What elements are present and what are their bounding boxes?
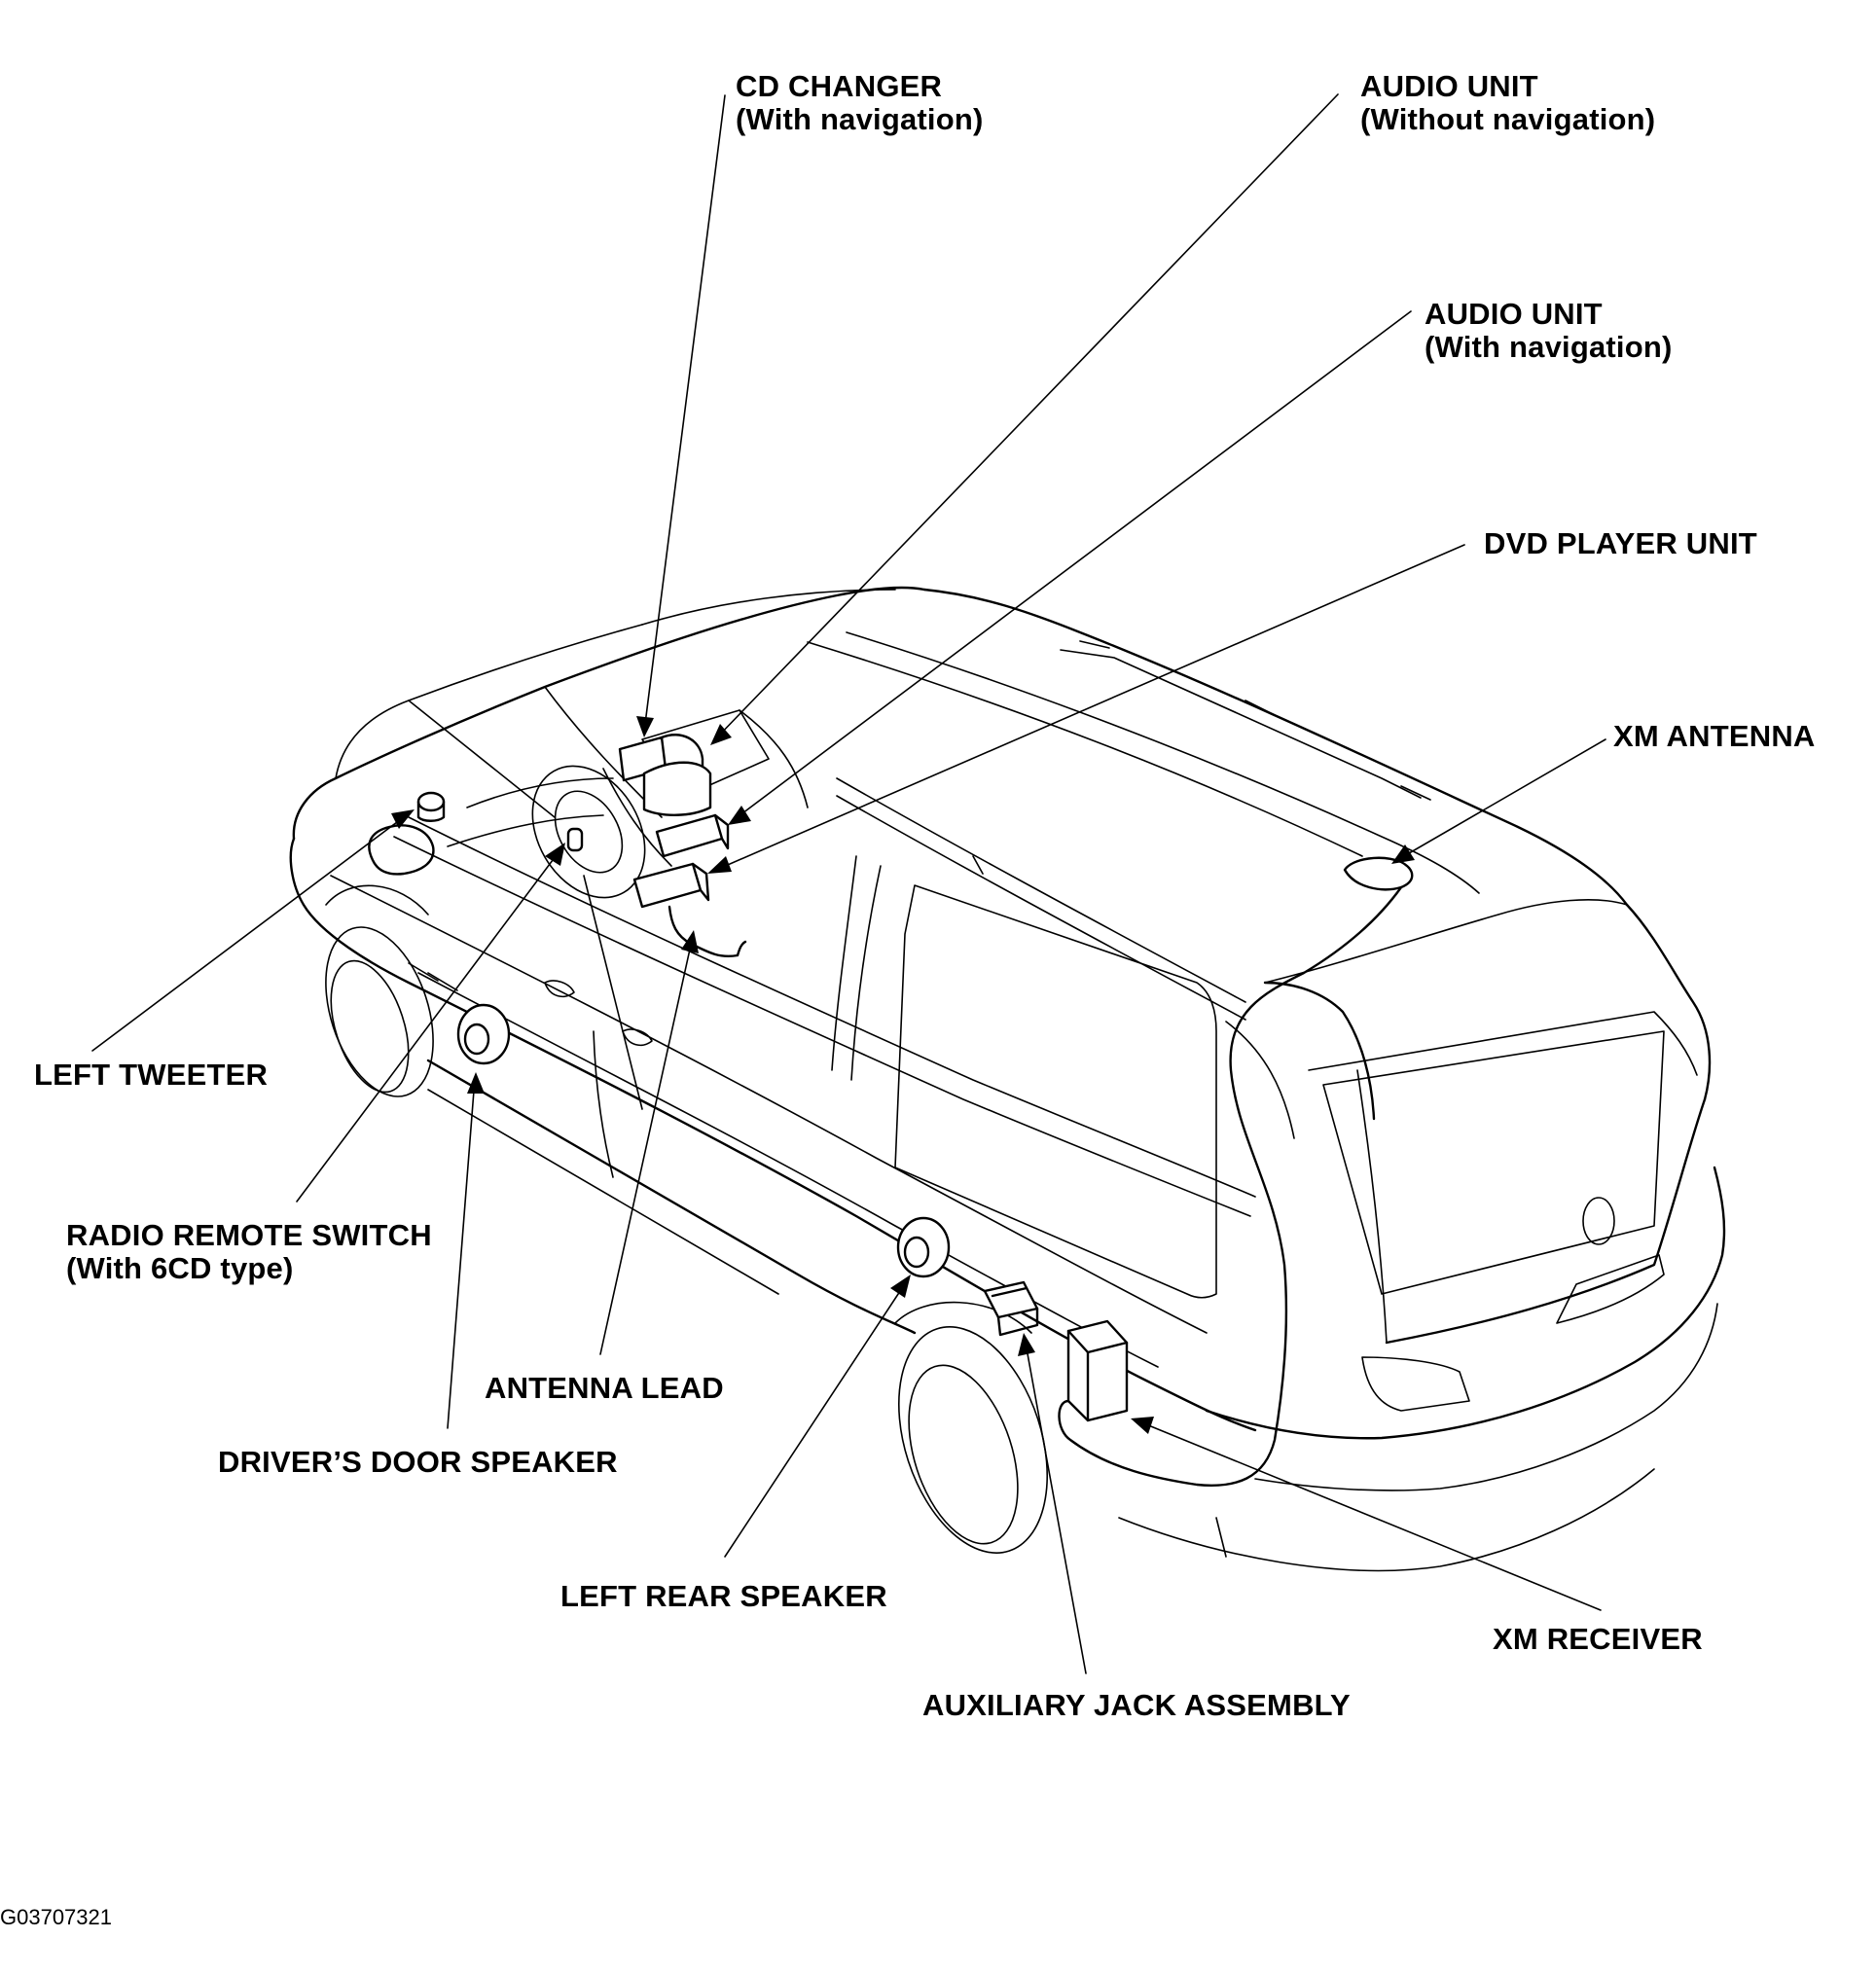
leader-dvd-player-unit	[713, 544, 1465, 872]
radio-remote-switch-component	[566, 827, 584, 852]
label-xm-receiver-title: XM RECEIVER	[1493, 1622, 1703, 1656]
leader-left-rear-speaker	[724, 1278, 909, 1558]
label-audio-unit-with-navigation-note: (With navigation)	[1425, 330, 1673, 364]
leader-audio-unit-with-navigation	[734, 310, 1412, 820]
auxiliary-jack-assembly-component	[983, 1280, 1039, 1337]
xm-receiver-component	[1066, 1319, 1129, 1422]
drivers-door-speaker-component	[456, 1003, 511, 1065]
label-audio-unit-with-navigation: AUDIO UNIT (With navigation)	[1425, 298, 1673, 364]
leader-auxiliary-jack-assembly	[1024, 1337, 1087, 1674]
audio-unit-with-navigation-component	[655, 813, 730, 858]
label-drivers-door-speaker: DRIVER’S DOOR SPEAKER	[218, 1446, 618, 1479]
leader-radio-remote-switch	[296, 847, 562, 1203]
arrowheads	[391, 716, 1415, 1434]
arrow-antenna-lead	[681, 930, 699, 953]
label-left-rear-speaker-title: LEFT REAR SPEAKER	[560, 1579, 887, 1613]
label-drivers-door-speaker-title: DRIVER’S DOOR SPEAKER	[218, 1445, 618, 1479]
xm-antenna-component	[1343, 856, 1414, 891]
audio-unit-without-navigation-component	[642, 761, 712, 816]
vehicle-body	[289, 586, 1726, 1572]
arrow-left-rear-speaker	[890, 1275, 911, 1298]
label-cd-changer: CD CHANGER (With navigation)	[736, 70, 984, 136]
label-left-tweeter-title: LEFT TWEETER	[34, 1058, 269, 1092]
label-dvd-player-unit-title: DVD PLAYER UNIT	[1484, 526, 1757, 560]
arrow-dvd-player-unit	[707, 856, 732, 874]
label-cd-changer-note: (With navigation)	[736, 102, 984, 136]
label-audio-unit-without-navigation-title: AUDIO UNIT	[1360, 69, 1538, 103]
left-rear-speaker-component	[896, 1216, 951, 1278]
label-radio-remote-switch-note: (With 6CD type)	[66, 1251, 294, 1285]
label-radio-remote-switch-title: RADIO REMOTE SWITCH	[66, 1218, 432, 1252]
leader-audio-unit-without-navigation	[714, 93, 1339, 740]
label-dvd-player-unit: DVD PLAYER UNIT	[1484, 527, 1757, 560]
arrow-xm-receiver	[1131, 1417, 1154, 1434]
label-xm-antenna-title: XM ANTENNA	[1613, 719, 1816, 753]
leader-lines	[91, 93, 1606, 1674]
leader-antenna-lead	[599, 935, 694, 1355]
leader-xm-receiver	[1136, 1419, 1602, 1611]
arrow-cd-changer	[636, 716, 654, 737]
arrow-xm-antenna	[1391, 844, 1415, 864]
arrow-radio-remote-switch	[545, 843, 565, 866]
label-audio-unit-without-navigation: AUDIO UNIT (Without navigation)	[1360, 70, 1655, 136]
arrow-left-tweeter	[391, 809, 415, 829]
dvd-player-unit-component	[632, 862, 710, 909]
xm-wiring-harness	[1058, 885, 1403, 1487]
arrow-drivers-door-speaker	[467, 1072, 485, 1094]
label-audio-unit-without-navigation-note: (Without navigation)	[1360, 102, 1656, 136]
label-cd-changer-title: CD CHANGER	[736, 69, 943, 103]
label-radio-remote-switch: RADIO REMOTE SWITCH (With 6CD type)	[66, 1219, 432, 1285]
arrow-auxiliary-jack-assembly	[1018, 1333, 1035, 1356]
label-auxiliary-jack-assembly-title: AUXILIARY JACK ASSEMBLY	[922, 1688, 1351, 1722]
label-left-tweeter: LEFT TWEETER	[34, 1059, 268, 1092]
label-audio-unit-with-navigation-title: AUDIO UNIT	[1425, 297, 1603, 331]
label-antenna-lead: ANTENNA LEAD	[485, 1372, 724, 1405]
leader-drivers-door-speaker	[447, 1077, 476, 1429]
leader-xm-antenna	[1396, 738, 1606, 861]
leader-left-tweeter	[91, 812, 410, 1052]
arrow-audio-unit-with-navigation	[728, 806, 751, 825]
label-xm-antenna: XM ANTENNA	[1613, 720, 1816, 753]
leader-cd-changer	[643, 94, 726, 733]
label-auxiliary-jack-assembly: AUXILIARY JACK ASSEMBLY	[922, 1689, 1351, 1722]
arrow-audio-unit-without-navigation	[710, 724, 732, 745]
antenna-lead-component	[667, 905, 747, 957]
label-xm-receiver: XM RECEIVER	[1493, 1623, 1703, 1656]
figure-id: G03707321	[0, 1905, 112, 1929]
label-antenna-lead-title: ANTENNA LEAD	[485, 1371, 724, 1405]
label-left-rear-speaker: LEFT REAR SPEAKER	[560, 1580, 887, 1613]
left-tweeter-component	[416, 791, 446, 822]
